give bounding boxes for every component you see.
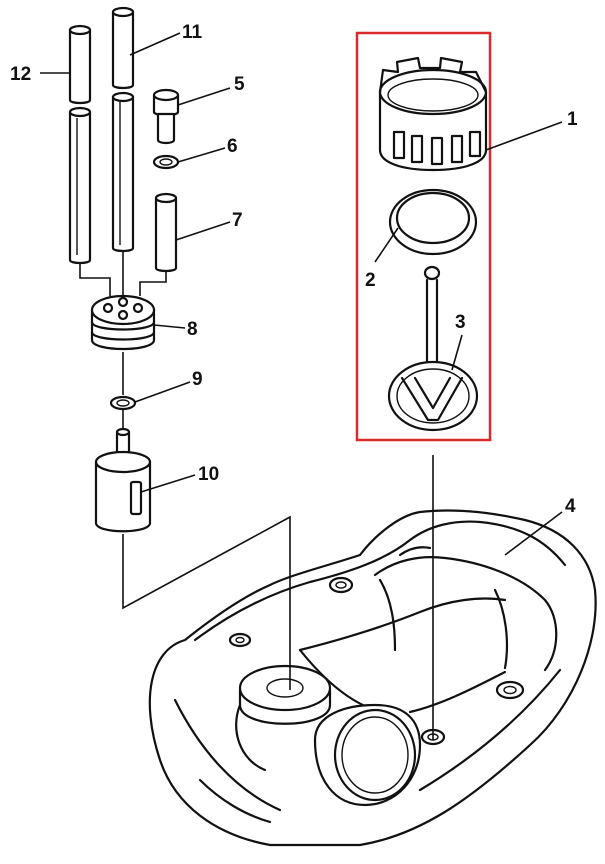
tank-cap-part-1[interactable] xyxy=(378,56,488,172)
callout-7: 7 xyxy=(232,210,243,231)
fuel-tank-part-4[interactable] xyxy=(148,509,597,847)
assembly-lines-to-tank xyxy=(122,515,291,690)
callout-5: 5 xyxy=(234,74,245,95)
callout-11: 11 xyxy=(182,22,203,43)
fitting-part-5[interactable] xyxy=(152,88,180,145)
fuel-filter-part-10[interactable] xyxy=(94,427,152,533)
callout-10: 10 xyxy=(198,464,219,485)
leader-lines xyxy=(40,32,563,556)
fuel-line-part-7[interactable] xyxy=(154,192,178,273)
callout-6: 6 xyxy=(227,136,238,157)
fuel-line-part-12[interactable] xyxy=(68,24,92,265)
callout-9: 9 xyxy=(192,369,203,390)
assembly-lines-upper xyxy=(79,252,167,296)
callout-1: 1 xyxy=(567,109,578,130)
o-ring-part-9[interactable] xyxy=(109,395,137,411)
cap-gasket-part-2[interactable] xyxy=(388,188,478,256)
callout-3: 3 xyxy=(455,312,466,333)
callout-2: 2 xyxy=(365,270,376,291)
grommet-part-8[interactable] xyxy=(90,294,156,351)
callout-8: 8 xyxy=(187,319,198,340)
o-ring-part-6[interactable] xyxy=(152,154,180,170)
callout-4: 4 xyxy=(565,496,576,517)
cap-retainer-part-3[interactable] xyxy=(387,265,479,432)
callout-12: 12 xyxy=(10,64,31,85)
cap-assembly-highlight-box xyxy=(355,31,492,442)
fuel-line-part-11[interactable] xyxy=(111,6,135,253)
